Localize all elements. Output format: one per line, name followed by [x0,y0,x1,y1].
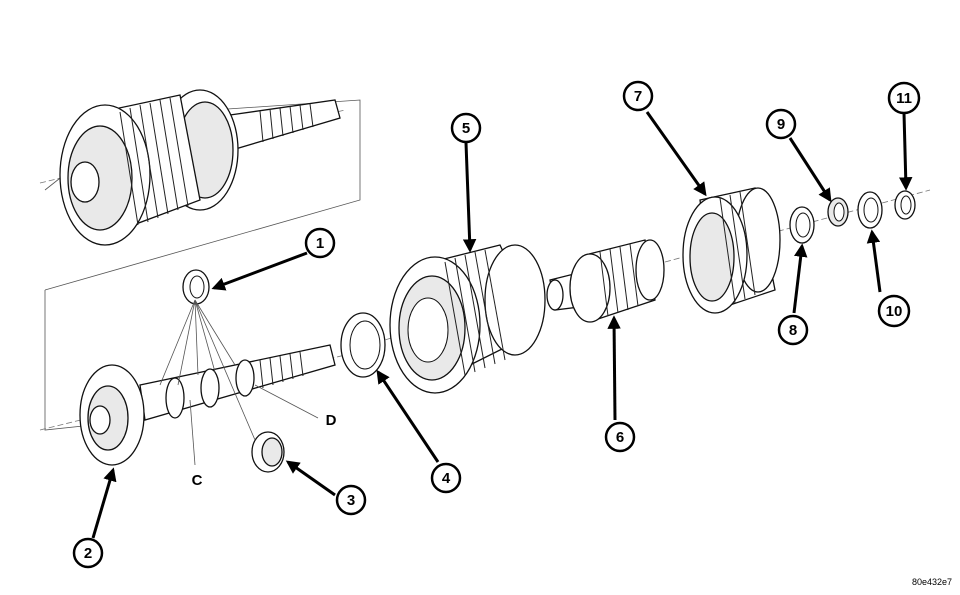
ring-10 [857,191,883,229]
output-shaft-splines [259,351,304,389]
sun-gear [546,239,665,323]
callout-label: 5 [462,120,470,137]
letter-d: D [326,412,337,429]
callout-label: 3 [347,492,355,509]
shaft-splines [259,103,314,143]
callout-6: 6 [604,421,636,453]
callout-9: 9 [765,108,797,140]
callout-5: 5 [450,112,482,144]
callout-label: 4 [442,470,451,487]
leader-fan [159,299,319,466]
callout-3: 3 [335,484,367,516]
callout-1: 1 [304,227,336,259]
planetary-gearset [384,244,556,394]
callout-label: 8 [789,322,797,339]
drum-teeth [119,97,189,226]
callout-label: 11 [896,90,912,107]
callout-10: 10 [877,294,911,328]
callout-label: 2 [84,545,92,562]
output-shaft-exploded [39,269,346,473]
callout-label: 7 [634,88,642,105]
assembled-shaft-view [39,89,361,291]
ring-9 [827,197,849,227]
ring-gear [664,187,931,314]
callout-label: 9 [777,116,785,133]
ring-gear-teeth [719,191,756,304]
letter-c: C [192,472,203,489]
callout-2: 2 [72,537,104,569]
figure-code: 80e432e7 [912,577,952,587]
callout-label: 6 [616,429,624,446]
callout-label: 10 [886,303,903,320]
callout-11: 11 [887,81,921,115]
sun-gear-teeth [599,243,639,317]
thrust-washer [340,312,386,378]
callout-label: 1 [316,235,324,252]
callout-4: 4 [430,462,462,494]
callout-arrows [91,111,913,539]
callout-8: 8 [777,314,809,346]
gearset-teeth [444,249,506,376]
ring-8 [789,206,815,244]
callout-7: 7 [622,80,654,112]
ring-11 [894,190,916,220]
